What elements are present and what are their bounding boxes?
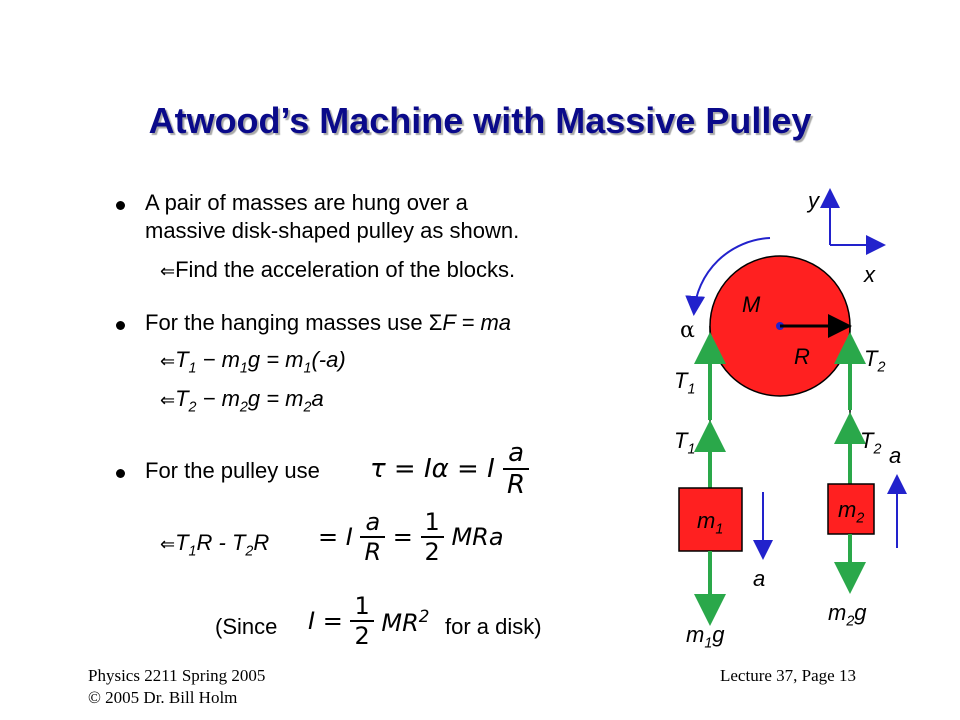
footer-course: Physics 2211 Spring 2005 (88, 666, 266, 685)
block-m1 (678, 487, 743, 552)
block-m1-label: m1 (697, 508, 724, 538)
accel-m1-label: a (753, 566, 766, 591)
bullet-3-sub: ⇐T1R - T2R (160, 530, 270, 560)
bullet-2-text: For the hanging masses use ΣF = ma (145, 310, 512, 335)
weight-m2-label: m2g (828, 600, 867, 630)
sub-arrow-icon: ⇐ (160, 390, 176, 411)
sub-arrow-icon: ⇐ (160, 351, 176, 372)
bullet-dot (116, 201, 125, 210)
bullet-dot (116, 321, 125, 330)
bullet-2-eq-1: ⇐T1 − m1g = m1(-a) (160, 347, 346, 377)
weight-m1-label: m1g (686, 622, 725, 652)
t1-lower-label: T1 (674, 428, 696, 458)
torque-formula: τ = Iα = I a R (370, 438, 530, 500)
axes-icon (820, 188, 886, 255)
block-m2 (827, 483, 875, 535)
bullet-1-line-1: A pair of masses are hung over a (145, 190, 468, 215)
pulley-mass-label: M (742, 292, 761, 317)
t2-lower-label: T2 (860, 428, 882, 458)
bullet-3-text: For the pulley use (145, 458, 320, 483)
bullet-1-sub: ⇐Find the acceleration of the blocks. (160, 257, 516, 282)
bullet-1-line-2: massive disk-shaped pulley as shown. (145, 218, 520, 243)
block-m2-label: m2 (838, 497, 865, 527)
radius-label: R (794, 344, 810, 369)
footer-page: Lecture 37, Page 13 (720, 666, 856, 685)
alpha-label: α (680, 318, 695, 343)
axis-y-label: y (808, 188, 819, 213)
footer-copyright: © 2005 Dr. Bill Holm (88, 688, 238, 707)
accel-m2-label: a (889, 443, 902, 468)
slide-title: Atwood’s Machine with Massive Pulley (148, 100, 812, 141)
rotation-arrow-icon (685, 237, 771, 316)
bullet-2-eq-2: ⇐T2 − m2g = m2a (160, 386, 324, 416)
t2-upper-label: T2 (864, 346, 886, 376)
since-open: (Since (215, 614, 278, 639)
t1-upper-label: T1 (674, 368, 696, 398)
axis-x-label: x (864, 262, 875, 287)
sub-arrow-icon: ⇐ (160, 534, 176, 555)
since-close: for a disk) (445, 614, 542, 639)
sub-arrow-icon: ⇐ (160, 261, 176, 282)
bullet-dot (116, 469, 125, 478)
